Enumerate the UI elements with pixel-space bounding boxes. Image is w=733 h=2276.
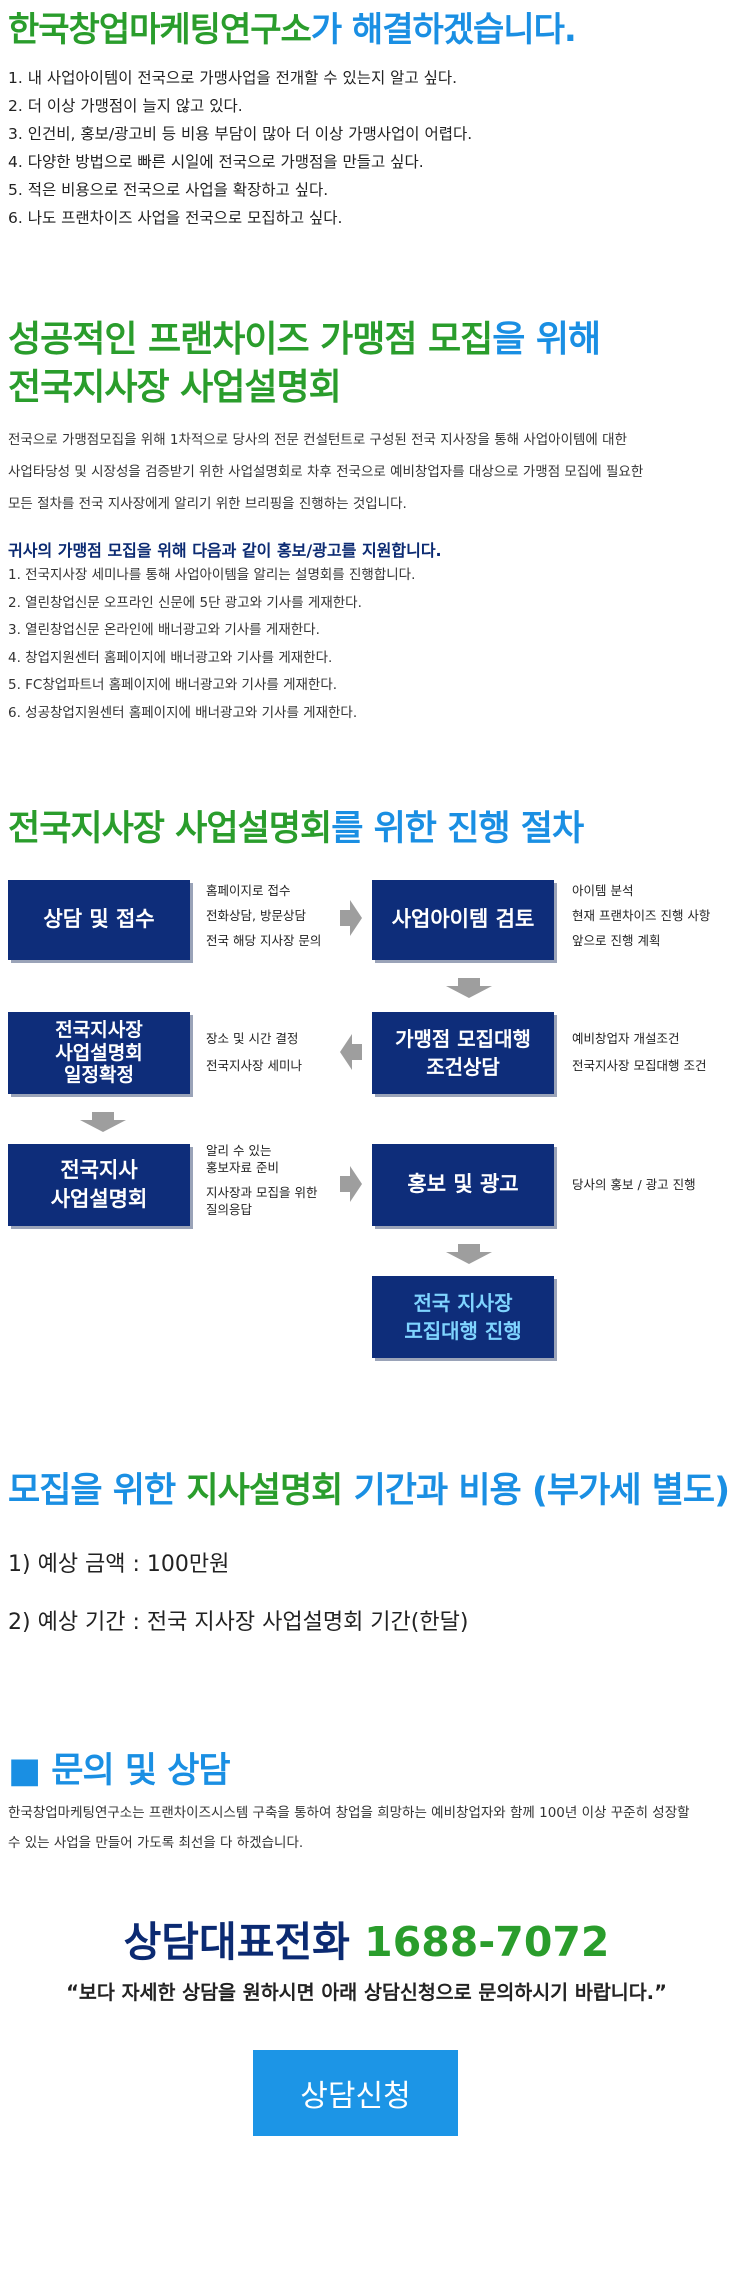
support-heading: 귀사의 가맹점 모집을 위해 다음과 같이 홍보/광고를 지원합니다.	[8, 541, 442, 560]
note-line: 아이템 분석	[572, 883, 634, 898]
step-briefing: 전국지사 사업설명회	[8, 1144, 190, 1226]
note-line: 예비창업자 개설조건	[572, 1031, 680, 1046]
paragraph-line: 모든 절차를 전국 지사장에게 알리기 위한 브리핑을 진행하는 것입니다.	[8, 496, 407, 512]
step-schedule: 전국지사장 사업설명회 일정확정	[8, 1012, 190, 1094]
section2-title-line2: 전국지사장 사업설명회	[8, 367, 342, 408]
note-line: 홍보자료 준비	[206, 1160, 279, 1175]
phone-line: 상담대표전화 1688-7072	[0, 1908, 733, 1968]
step-final: 전국 지사장 모집대행 진행	[372, 1276, 554, 1358]
note-review: 아이템 분석 현재 프랜차이즈 진행 사항 앞으로 진행 계획	[572, 880, 710, 951]
section2-paragraph: 전국으로 가맹점모집을 위해 1차적으로 당사의 전문 컨설턴트로 구성된 전국…	[8, 424, 643, 520]
section4-title-paren: (부가세 별도)	[520, 1471, 730, 1511]
section2-title-line1: 성공적인 프랜차이즈 가맹점 모집을 위해	[8, 310, 601, 362]
note-briefing: 알리 수 있는 홍보자료 준비 지사장과 모집을 위한 질의응답	[206, 1142, 317, 1218]
list-item: 1. 내 사업아이템이 전국으로 가맹사업을 전개할 수 있는지 알고 싶다.	[8, 69, 458, 87]
consult-request-button[interactable]: 상담신청	[253, 2050, 458, 2136]
contact-quote: “보다 자세한 상담을 원하시면 아래 상담신청으로 문의하시기 바랍니다.”	[66, 1981, 667, 2004]
list-item: 5. 적은 비용으로 전국으로 사업을 확장하고 싶다.	[8, 181, 329, 199]
box-line: 사업설명회	[50, 1187, 148, 1211]
box-line: 모집대행 진행	[404, 1319, 522, 1343]
note-line: 장소 및 시간 결정	[206, 1031, 299, 1046]
note-conditions: 예비창업자 개설조건 전국지사장 모집대행 조건	[572, 1028, 706, 1076]
note-line: 현재 프랜차이즈 진행 사항	[572, 908, 711, 923]
note-line: 전국 해당 지사장 문의	[206, 933, 322, 948]
paragraph-line: 수 있는 사업을 만들어 가도록 최선을 다 하겠습니다.	[8, 1835, 304, 1851]
note-line: 알리 수 있는	[206, 1143, 272, 1158]
arrow-left-icon	[340, 1034, 362, 1070]
list-item: 2. 더 이상 가맹점이 늘지 않고 있다.	[8, 97, 243, 115]
note-consult: 홈페이지로 접수 전화상담, 방문상담 전국 해당 지사장 문의	[206, 880, 321, 951]
cost-period: 2) 예상 기간 : 전국 지사장 사업설명회 기간(한달)	[8, 1610, 469, 1635]
section3-title-blue: 를 위한 진행 절차	[331, 809, 584, 849]
note-schedule: 장소 및 시간 결정 전국지사장 세미나	[206, 1028, 302, 1076]
section1-list: 1. 내 사업아이템이 전국으로 가맹사업을 전개할 수 있는지 알고 싶다. …	[8, 64, 472, 232]
arrow-down-icon	[446, 978, 492, 998]
note-line: 전화상담, 방문상담	[206, 908, 306, 923]
box-line: 일정확정	[64, 1064, 134, 1087]
list-item: 5. FC창업파트너 홈페이지에 배너광고와 기사를 게재한다.	[8, 677, 338, 693]
box-line: 전국지사	[60, 1157, 138, 1182]
section4-title-green: 지사설명회	[186, 1471, 354, 1511]
arrow-right-icon	[340, 1166, 362, 1202]
list-item: 3. 열린창업신문 온라인에 배너광고와 기사를 게재한다.	[8, 622, 320, 638]
section1-title-green: 한국창업마케팅연구소	[8, 10, 312, 50]
box-line: 조건상담	[426, 1055, 500, 1079]
box-line: 전국지사장	[55, 1018, 143, 1041]
section1-title: 한국창업마케팅연구소가 해결하겠습니다.	[8, 2, 577, 51]
note-promo: 당사의 홍보 / 광고 진행	[572, 1177, 696, 1192]
arrow-right-icon	[340, 900, 362, 936]
note-line: 지사장과 모집을 위한	[206, 1185, 318, 1200]
note-line: 홈페이지로 접수	[206, 883, 291, 898]
cost-amount: 1) 예상 금액 : 100만원	[8, 1552, 230, 1577]
note-line: 전국지사장 세미나	[206, 1058, 302, 1073]
box-line: 가맹점 모집대행	[395, 1027, 531, 1051]
section4-title-blue2: 기간과 비용	[353, 1471, 522, 1511]
box-line: 전국 지사장	[413, 1291, 513, 1315]
paragraph-line: 사업타당성 및 시장성을 검증받기 위한 사업설명회로 차후 전국으로 예비창업…	[8, 464, 644, 480]
phone-label: 상담대표전화	[123, 1918, 365, 1966]
paragraph-line: 전국으로 가맹점모집을 위해 1차적으로 당사의 전문 컨설턴트로 구성된 전국…	[8, 432, 627, 448]
section4-title: 모집을 위한 지사설명회 기간과 비용 (부가세 별도)	[8, 1462, 730, 1513]
section3-title: 전국지사장 사업설명회를 위한 진행 절차	[8, 800, 584, 851]
section3-title-green: 전국지사장 사업설명회	[8, 809, 332, 849]
box-line: 사업설명회	[55, 1041, 143, 1064]
section1-title-blue: 가 해결하겠습니다.	[310, 10, 577, 50]
step-review: 사업아이템 검토	[372, 880, 554, 960]
list-item: 4. 창업지원센터 홈페이지에 배너광고와 기사를 게재한다.	[8, 649, 333, 666]
arrow-down-icon	[80, 1112, 126, 1132]
note-line: 전국지사장 모집대행 조건	[572, 1058, 707, 1073]
note-line: 앞으로 진행 계획	[572, 933, 661, 948]
list-item: 2. 열린창업신문 오프라인 신문에 5단 광고와 기사를 게재한다.	[8, 594, 362, 611]
arrow-down-icon	[446, 1244, 492, 1264]
section2-title-green: 성공적인 프랜차이즈 가맹점 모집	[8, 319, 493, 360]
paragraph-line: 한국창업마케팅연구소는 프랜차이즈시스템 구축을 통하여 창업을 희망하는 예비…	[8, 1805, 690, 1821]
phone-number[interactable]: 1688-7072	[364, 1918, 610, 1966]
step-conditions: 가맹점 모집대행 조건상담	[372, 1012, 554, 1094]
note-line: 질의응답	[206, 1202, 253, 1217]
list-item: 6. 나도 프랜차이즈 사업을 전국으로 모집하고 싶다.	[8, 209, 343, 227]
list-item: 1. 전국지사장 세미나를 통해 사업아이템을 알리는 설명회를 진행합니다.	[8, 567, 416, 583]
support-list: 1. 전국지사장 세미나를 통해 사업아이템을 알리는 설명회를 진행합니다. …	[8, 562, 415, 727]
contact-paragraph: 한국창업마케팅연구소는 프랜차이즈시스템 구축을 통하여 창업을 희망하는 예비…	[8, 1798, 690, 1858]
list-item: 6. 성공창업지원센터 홈페이지에 배너광고와 기사를 게재한다.	[8, 704, 358, 721]
section4-title-blue: 모집을 위한	[8, 1471, 187, 1511]
step-promo: 홍보 및 광고	[372, 1144, 554, 1226]
step-consult: 상담 및 접수	[8, 880, 190, 960]
list-item: 4. 다양한 방법으로 빠른 시일에 전국으로 가맹점을 만들고 싶다.	[8, 153, 424, 171]
contact-title: ■ 문의 및 상담	[8, 1751, 231, 1791]
list-item: 3. 인건비, 홍보/광고비 등 비용 부담이 많아 더 이상 가맹사업이 어렵…	[8, 125, 473, 143]
section2-title-blue: 을 위해	[492, 319, 601, 360]
